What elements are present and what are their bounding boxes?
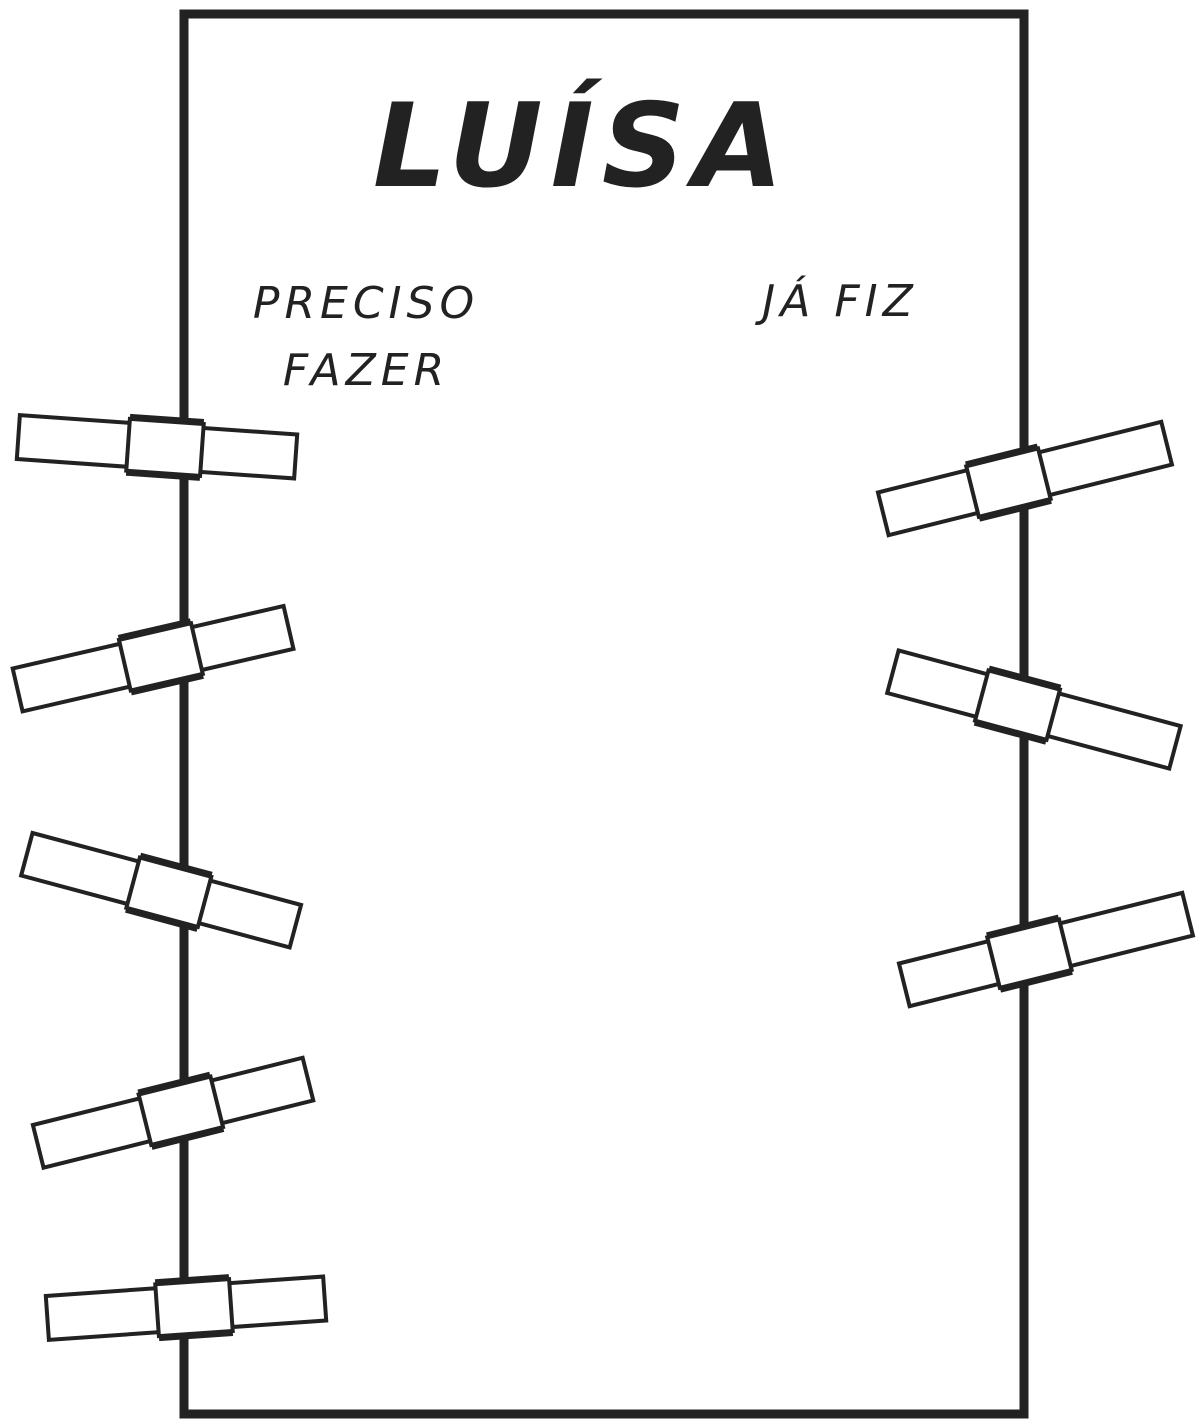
clothespin-left-4 [30, 1055, 316, 1171]
done-column-label: JÁ FIZ [754, 274, 918, 327]
clothespin-left-3 [18, 830, 304, 950]
clothespin-left-2 [10, 603, 296, 714]
clothespin-right-1 [875, 419, 1175, 538]
clothespin-right-2 [884, 648, 1184, 772]
board-frame [179, 9, 1029, 1419]
todo-column-label-line1: PRECISO [253, 278, 479, 329]
clothespin-left-5 [43, 1274, 329, 1342]
clothespin-left-1 [14, 413, 300, 481]
todo-column-label-line2: FAZER [283, 345, 449, 396]
clothespin-right-3 [896, 890, 1196, 1009]
board-title: LUÍSA [373, 78, 791, 214]
